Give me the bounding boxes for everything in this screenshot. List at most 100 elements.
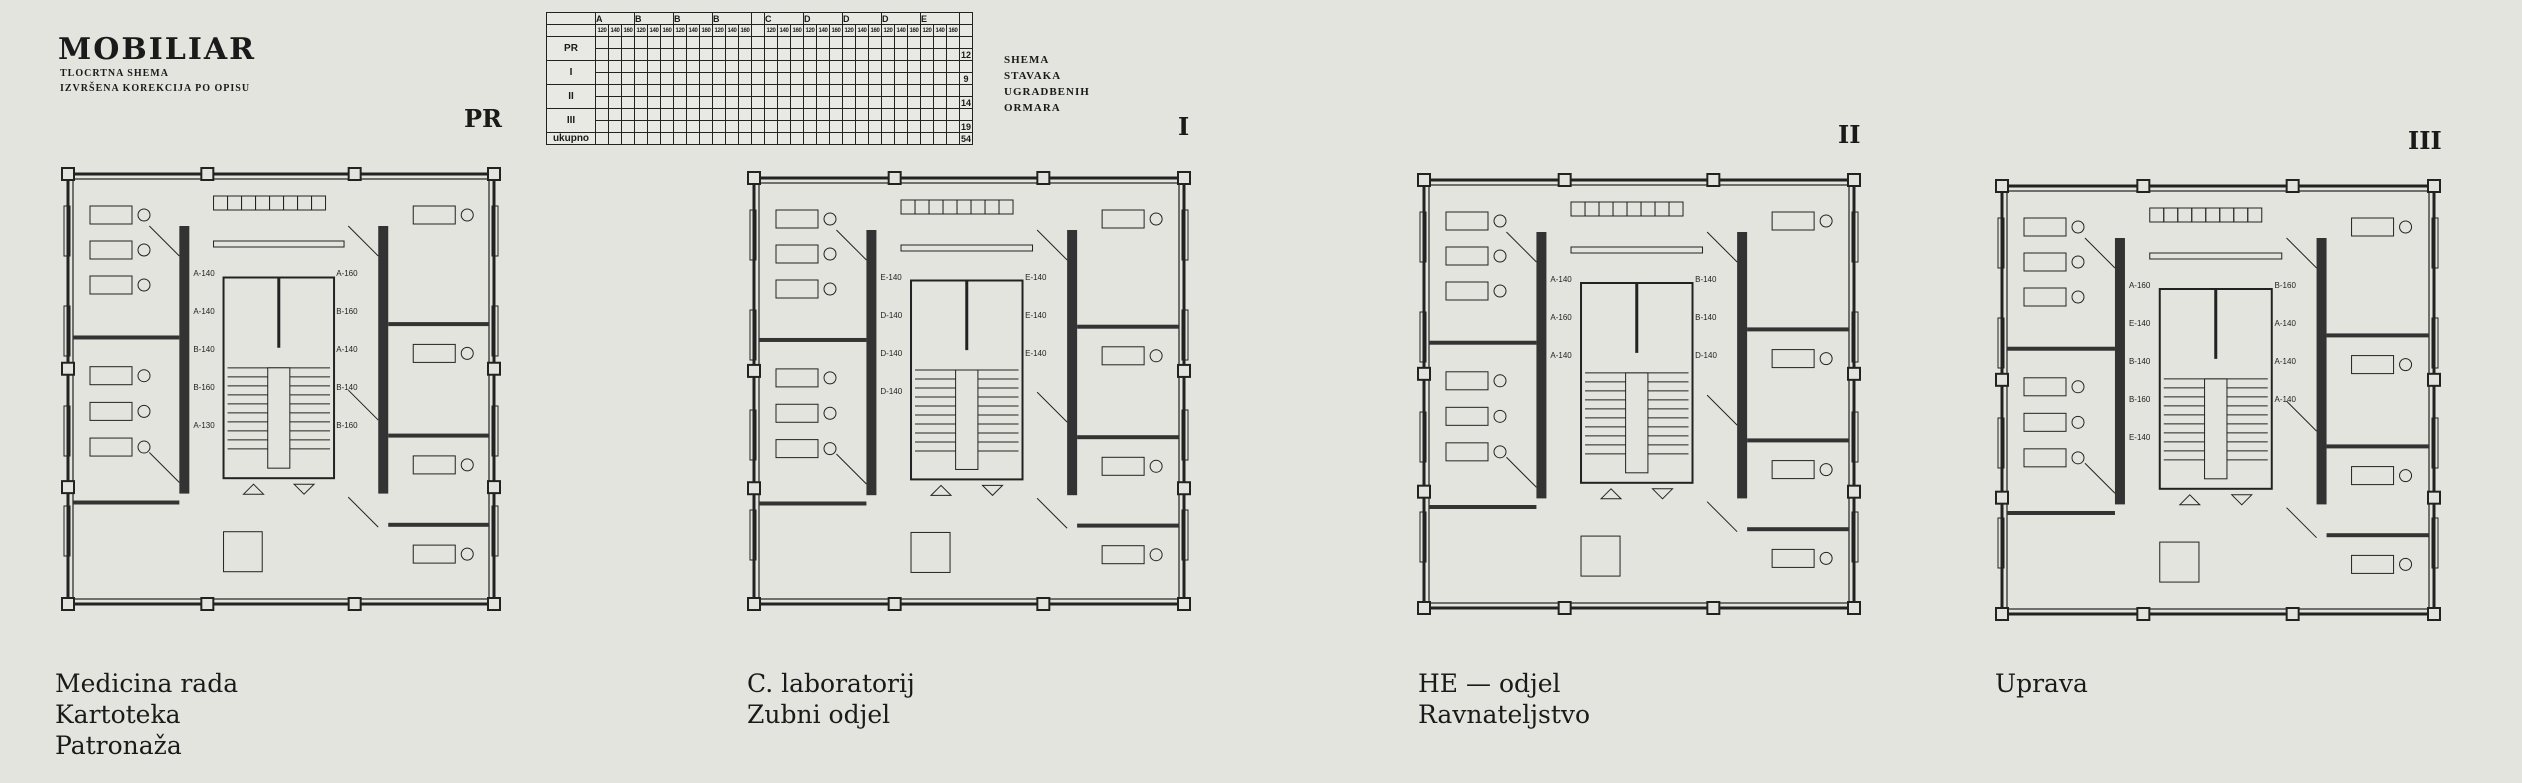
built-in-cabinet-wall: [378, 226, 389, 494]
table-cell: [946, 132, 960, 145]
table-cell: [777, 60, 791, 73]
table-cell: [881, 72, 895, 85]
up-arrow-icon: [242, 483, 265, 495]
table-cell: [608, 36, 622, 49]
partition-wall: [388, 433, 489, 438]
table-cell: [829, 48, 843, 61]
table-cell: [842, 36, 856, 49]
table-cell: [790, 108, 804, 121]
table-cell: [933, 48, 947, 61]
table-cell: [881, 60, 895, 73]
cabinet-label: A-160: [1550, 313, 1572, 322]
cabinet-label: A-140: [2275, 357, 2297, 366]
cabinet-label: A-140: [2275, 319, 2297, 328]
chair: [1149, 548, 1163, 562]
table-cell: [933, 108, 947, 121]
table-cell: [764, 96, 778, 109]
table-cell: [673, 132, 687, 145]
chair: [460, 208, 474, 222]
storage-cell: [1668, 201, 1684, 217]
table-cell: [738, 84, 752, 97]
size-header: 140: [647, 24, 661, 37]
spacer-cell: [751, 12, 765, 25]
window: [2431, 517, 2439, 569]
partition-wall: [1077, 435, 1179, 440]
column-group-header: B: [673, 12, 713, 25]
table-cell: [712, 60, 726, 73]
column: [200, 597, 215, 611]
cabinet-label: B-160: [193, 383, 215, 392]
storage-cell: [1640, 201, 1656, 217]
built-in-cabinet-wall: [1737, 232, 1748, 499]
table-cell: [894, 96, 908, 109]
cabinet-label: E-140: [2129, 319, 2151, 328]
storage-cell: [283, 195, 299, 211]
table-cell: [764, 60, 778, 73]
column: [61, 361, 75, 376]
column: [1417, 366, 1431, 381]
table-cell: [608, 48, 622, 61]
column: [487, 480, 501, 495]
chair: [1493, 374, 1507, 388]
column: [1557, 601, 1572, 615]
column: [1417, 173, 1431, 187]
cabinet-label: D-140: [1695, 351, 1717, 360]
door-swing: [347, 496, 379, 528]
table-cell: [855, 132, 869, 145]
size-header: 140: [608, 24, 622, 37]
column: [1847, 484, 1861, 499]
table-cell: [725, 96, 739, 109]
column: [487, 361, 501, 376]
table-cell: [673, 36, 687, 49]
desk: [1445, 246, 1489, 266]
storage-cell: [970, 199, 986, 215]
table-cell: [790, 60, 804, 73]
column: [1847, 601, 1861, 615]
partition-wall: [759, 501, 867, 506]
desk: [2351, 355, 2395, 375]
table-cell: [751, 84, 765, 97]
window: [1181, 309, 1189, 361]
storage-cell: [928, 199, 944, 215]
column: [347, 167, 362, 181]
table-cell: [699, 96, 713, 109]
size-header: 120: [634, 24, 648, 37]
column: [1706, 173, 1721, 187]
column: [347, 597, 362, 611]
table-cell: [829, 84, 843, 97]
table-cell: [907, 60, 921, 73]
legend-line: UGRADBENIH: [1004, 86, 1090, 98]
table-cell: [764, 108, 778, 121]
table-cell: [946, 96, 960, 109]
desk: [1101, 456, 1145, 476]
table-cell: [712, 36, 726, 49]
stair-well: [955, 369, 979, 470]
desk: [1771, 460, 1815, 480]
table-cell: [842, 96, 856, 109]
cabinet-label: A-140: [193, 269, 215, 278]
table-cell: [907, 96, 921, 109]
table-cell: [946, 72, 960, 85]
desk: [2023, 412, 2067, 432]
door-swing: [2084, 462, 2116, 494]
table-cell: [608, 72, 622, 85]
column: [200, 167, 215, 181]
table-cell: [660, 96, 674, 109]
storage-cell: [241, 195, 257, 211]
table-cell: [842, 48, 856, 61]
storage-cell: [2233, 207, 2249, 223]
column-group-header: E: [920, 12, 960, 25]
table-cell: [647, 48, 661, 61]
column: [1706, 601, 1721, 615]
column: [1036, 597, 1051, 611]
table-cell: [686, 120, 700, 133]
table-cell: [673, 60, 687, 73]
table-cell: [660, 48, 674, 61]
door-swing: [347, 225, 379, 257]
size-header: 120: [842, 24, 856, 37]
table-cell: [920, 36, 934, 49]
cabinet-label: B-160: [336, 421, 358, 430]
chair: [2399, 469, 2413, 483]
table-cell: [660, 84, 674, 97]
table-cell: [621, 48, 635, 61]
